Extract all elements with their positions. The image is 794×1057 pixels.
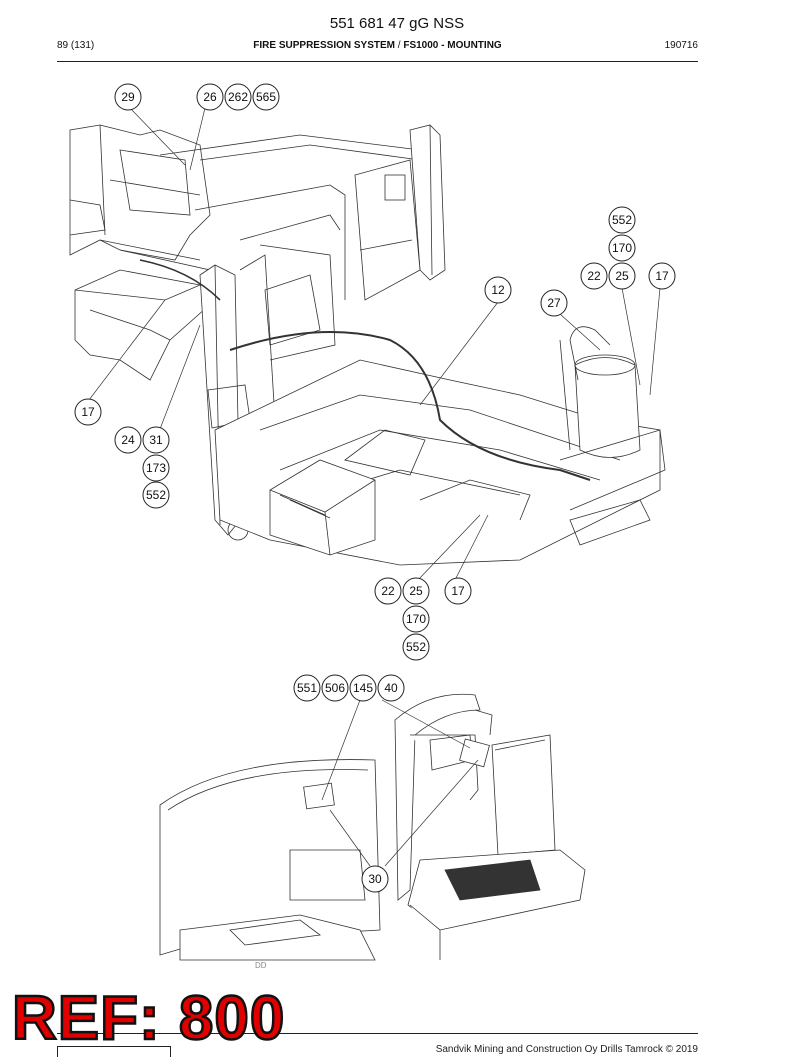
- leader-lines-upper: [88, 107, 661, 581]
- callout-17-right: 17: [648, 262, 676, 290]
- callout-17-center: 17: [444, 577, 472, 605]
- document-number: 551 681 47 gG NSS: [329, 15, 465, 32]
- callout-170-center: 170: [402, 605, 430, 633]
- callout-173: 173: [142, 454, 170, 482]
- callout-506: 506: [321, 674, 349, 702]
- callout-170-right-label: 170: [612, 241, 632, 255]
- callout-552-right-label: 552: [612, 213, 632, 227]
- callout-25-right-label: 25: [615, 269, 629, 283]
- subsection-name: FS1000 - MOUNTING: [403, 40, 502, 51]
- callout-145-label: 145: [353, 681, 373, 695]
- callout-565-label: 565: [256, 90, 276, 104]
- drawing-label: DD: [255, 961, 267, 970]
- callout-31-label: 31: [149, 433, 163, 447]
- callout-17-center-label: 17: [451, 584, 465, 598]
- callout-17-right-label: 17: [655, 269, 669, 283]
- callout-170-right: 170: [608, 234, 636, 262]
- callout-262: 262: [224, 83, 252, 111]
- ref-stamp: REF: 800: [11, 984, 286, 1053]
- callout-565: 565: [252, 83, 280, 111]
- callout-552-center: 552: [402, 633, 430, 661]
- callout-29-label: 29: [121, 90, 135, 104]
- callout-262-label: 262: [228, 90, 248, 104]
- document-date: 190716: [664, 40, 698, 51]
- section-title: FIRE SUPPRESSION SYSTEM / FS1000 - MOUNT…: [57, 40, 698, 51]
- callout-12: 12: [484, 276, 512, 304]
- callout-552-left: 552: [142, 481, 170, 509]
- callout-27: 27: [540, 289, 568, 317]
- callout-25-center-label: 25: [409, 584, 423, 598]
- header-divider: [57, 61, 698, 62]
- callout-24-label: 24: [121, 433, 135, 447]
- callout-27-label: 27: [547, 296, 561, 310]
- callout-552-right: 552: [608, 206, 636, 234]
- page-number: 89 (131): [57, 40, 95, 51]
- callout-40-label: 40: [384, 681, 398, 695]
- header-row: 89 (131) FIRE SUPPRESSION SYSTEM / FS100…: [57, 40, 698, 54]
- callout-30-label: 30: [368, 872, 382, 886]
- callout-26: 26: [196, 83, 224, 111]
- copyright-notice: Sandvik Mining and Construction Oy Drill…: [435, 1044, 698, 1055]
- callout-22-right-label: 22: [587, 269, 601, 283]
- callout-17-left-label: 17: [81, 405, 95, 419]
- callout-31: 31: [142, 426, 170, 454]
- callout-22-center-label: 22: [381, 584, 395, 598]
- callout-30: 30: [361, 865, 389, 893]
- callout-552-center-label: 552: [406, 640, 426, 654]
- leader-lines-lower: [321, 699, 479, 867]
- callout-145: 145: [349, 674, 377, 702]
- callout-17-left: 17: [74, 398, 102, 426]
- callout-24: 24: [114, 426, 142, 454]
- callout-40: 40: [377, 674, 405, 702]
- callout-22-right: 22: [580, 262, 608, 290]
- callout-25-right: 25: [608, 262, 636, 290]
- cab-drawing: [159, 693, 586, 961]
- callout-506-label: 506: [325, 681, 345, 695]
- callout-551: 551: [293, 674, 321, 702]
- sandvik-logo-icon: [57, 1046, 171, 1057]
- section-name: FIRE SUPPRESSION SYSTEM: [253, 40, 395, 51]
- frame-drawing: [69, 124, 666, 566]
- callout-25-center: 25: [402, 577, 430, 605]
- section-separator: /: [395, 40, 404, 51]
- callout-173-label: 173: [146, 461, 166, 475]
- callout-26-label: 26: [203, 90, 217, 104]
- callout-29: 29: [114, 83, 142, 111]
- callout-170-center-label: 170: [406, 612, 426, 626]
- callout-551-label: 551: [297, 681, 317, 695]
- callout-552-left-label: 552: [146, 488, 166, 502]
- callout-22-center: 22: [374, 577, 402, 605]
- footer-divider: [57, 1033, 698, 1034]
- callout-12-label: 12: [491, 283, 505, 297]
